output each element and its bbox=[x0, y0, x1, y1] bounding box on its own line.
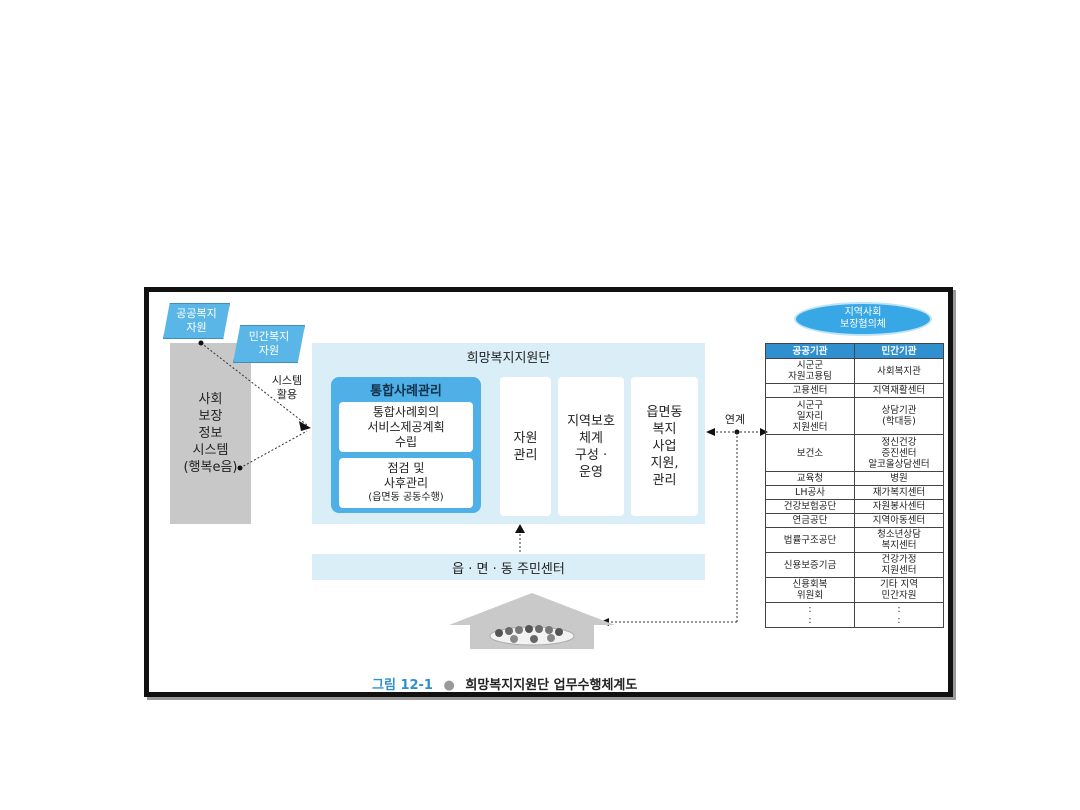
table-cell: 신용보증기금 bbox=[765, 552, 855, 578]
community-security-council: 지역사회 보장협의체 bbox=[794, 302, 932, 336]
table-cell: LH공사 bbox=[765, 485, 855, 500]
table-cell: 청소년상담 복지센터 bbox=[854, 527, 944, 553]
private-welfare-resource-tag: 민간복지 자원 bbox=[233, 325, 305, 363]
case-meeting-box: 통합사례회의 서비스제공계획 수립 bbox=[339, 402, 473, 452]
left-connectors bbox=[198, 340, 311, 471]
social-security-system: 사회 보장 정보 시스템 (행복e음) bbox=[170, 343, 251, 524]
table-cell: 고용센터 bbox=[765, 383, 855, 398]
table-cell: 병원 bbox=[854, 471, 944, 486]
table-cell: 시군군 자원고용팀 bbox=[765, 358, 855, 384]
follow-up-main: 점검 및 사후관리 bbox=[383, 461, 429, 490]
bottom-up-arrow bbox=[515, 524, 525, 554]
table-cell: : : bbox=[765, 602, 855, 628]
table-cell: 상담기관 (학대등) bbox=[854, 397, 944, 435]
table-cell: 사회복지관 bbox=[854, 358, 944, 384]
caption-title: 희망복지지원단 업무수행체계도 bbox=[465, 678, 638, 693]
system-use-label: 시스템 활용 bbox=[271, 374, 303, 401]
follow-up-box bbox=[339, 458, 473, 508]
table-cell: 보건소 bbox=[765, 434, 855, 472]
integrated-case-title: 통합사례관리 bbox=[370, 383, 442, 399]
caption-label: 그림 12-1 bbox=[372, 678, 433, 693]
table-cell: 교육청 bbox=[765, 471, 855, 486]
follow-up-sub: (읍면동 공동수행) bbox=[368, 492, 444, 503]
main-title: 희망복지지원단 bbox=[466, 350, 551, 366]
table-cell: 연금공단 bbox=[765, 513, 855, 528]
link-label: 연계 bbox=[724, 413, 746, 426]
figure-caption: 그림 12-1 ● 희망복지지원단 업무수행체계도 bbox=[372, 674, 752, 693]
community-center-bar: 읍 · 면 · 동 주민센터 bbox=[312, 554, 705, 580]
table-cell: : : bbox=[854, 602, 944, 628]
table-cell: 법률구조공단 bbox=[765, 527, 855, 553]
table-cell: 정신건강 증진센터 알코올상담센터 bbox=[854, 434, 944, 472]
header-private: 민간기관 bbox=[854, 343, 944, 359]
table-cell: 자원봉사센터 bbox=[854, 499, 944, 514]
table-cell: 건강가정 지원센터 bbox=[854, 552, 944, 578]
table-cell: 지역아동센터 bbox=[854, 513, 944, 528]
table-cell: 시군구 일자리 지원센터 bbox=[765, 397, 855, 435]
caption-bullet-icon: ● bbox=[443, 678, 455, 693]
table-cell: 지역재활센터 bbox=[854, 383, 944, 398]
table-cell: 재가복지센터 bbox=[854, 485, 944, 500]
resource-management-column: 자원 관리 bbox=[500, 377, 551, 516]
regional-protection-column: 지역보호 체계 구성 · 운영 bbox=[558, 377, 624, 516]
right-connectors bbox=[600, 428, 768, 626]
residents-house-icon bbox=[449, 593, 615, 649]
table-cell: 기타 지역 민간자원 bbox=[854, 577, 944, 603]
header-public: 공공기관 bbox=[765, 343, 855, 359]
public-welfare-resource-tag: 공공복지 자원 bbox=[163, 303, 230, 339]
table-cell: 건강보험공단 bbox=[765, 499, 855, 514]
table-cell: 신용회복 위원회 bbox=[765, 577, 855, 603]
town-welfare-support-column: 읍면동 복지 사업 지원, 관리 bbox=[631, 377, 698, 516]
